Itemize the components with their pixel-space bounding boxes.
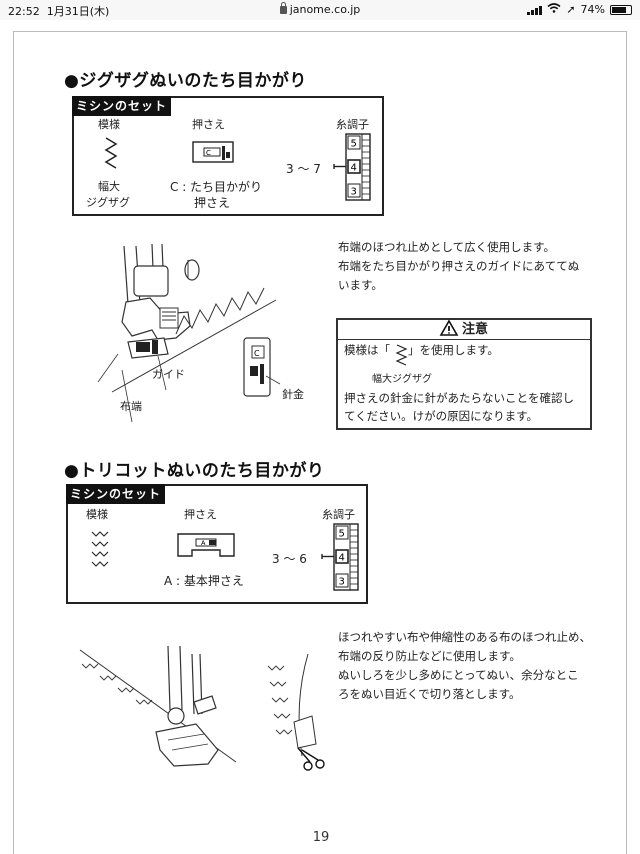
section2-tension-range: 3 ～ 6 xyxy=(272,552,307,566)
section2-setting-title: ミシンのセット xyxy=(66,484,166,504)
lock-icon xyxy=(279,2,287,14)
scissors-icon xyxy=(303,761,313,771)
manual-page: ●ジグザグぬいのたち目かがり ミシンのセット 模様 幅大 ジグザグ 押さえ C … xyxy=(13,31,627,854)
section1-machine-setting-box: ミシンのセット 模様 幅大 ジグザグ 押さえ C C : たち目かがり 押さえ … xyxy=(72,96,384,216)
section1-tension-label: 糸調子 xyxy=(336,118,369,131)
caution-title: 注意 xyxy=(461,322,488,337)
battery-percent: 74% xyxy=(580,3,605,16)
section1-pattern-name-1: 幅大 xyxy=(98,180,120,193)
status-time: 22:52 1月31日(木) xyxy=(8,5,110,18)
caution-zigzag-icon xyxy=(395,344,408,366)
caution-box: 注意 模様は「」を使用します。 幅大ジグザグ 押さえの針金に針があたらないことを… xyxy=(336,318,592,430)
battery-icon xyxy=(610,4,632,15)
overedge-foot-icon: C xyxy=(192,141,234,163)
callout-fabric-edge: 布端 xyxy=(120,400,142,413)
section1-tension-dial: 5 4 3 xyxy=(333,133,371,201)
section1-title: ●ジグザグぬいのたち目かがり xyxy=(64,71,307,91)
section2-tension-label: 糸調子 xyxy=(322,508,355,521)
section1-pattern-name-2: ジグザグ xyxy=(86,196,130,209)
callout-guide: ガイド xyxy=(152,368,185,381)
caution-line2: 押さえの針金に針があたらないことを確認し xyxy=(344,391,574,405)
section1-foot-name-2: 押さえ xyxy=(194,196,231,210)
section1-dial-4: 4 xyxy=(351,163,357,174)
section2-foot-name: A : 基本押さえ xyxy=(164,574,244,588)
section1-dial-5: 5 xyxy=(351,139,357,150)
section2-pattern-label: 模様 xyxy=(86,508,108,521)
caution-line3: てください。けがの原因になります。 xyxy=(344,409,539,423)
section2-dial-3: 3 xyxy=(339,577,345,588)
warning-triangle-icon xyxy=(439,319,459,336)
detail-foot-letter: C xyxy=(254,349,260,358)
section1-tension-range: 3 ～ 7 xyxy=(286,162,321,176)
section1-desc-line: 布端のほつれ止めとして広く使用します。 xyxy=(338,240,556,254)
section2-machine-setting-box: ミシンのセット 模様 押さえ A A : 基本押さえ 糸調子 3 ～ 6 xyxy=(66,484,368,604)
zigzag-pattern-icon xyxy=(104,137,118,169)
wifi-icon xyxy=(547,3,561,16)
basic-foot-icon: A xyxy=(177,533,235,557)
status-indicators: ➚ 74% xyxy=(527,3,632,16)
tricot-pattern-icon xyxy=(91,531,109,567)
callout-wire: 針金 xyxy=(282,388,304,401)
section2-desc-line: ろをぬい目近くで切り落とします。 xyxy=(338,687,521,701)
section2-description: ほつれやすい布や伸縮性のある布のほつれ止め、 布端の反り防止などに使用します。 … xyxy=(338,628,591,704)
section1-pattern-label: 模様 xyxy=(98,118,120,131)
caution-line1: 模様は「」を使用します。 xyxy=(344,343,499,357)
section2-desc-line: 布端の反り防止などに使用します。 xyxy=(338,649,521,663)
section2-foot-letter: A xyxy=(201,539,206,547)
location-icon: ➚ xyxy=(566,3,576,16)
section2-desc-line: ぬいしろを少し多めにとってぬい、余分なとこ xyxy=(338,668,579,682)
section1-desc-line: 布端をたち目かがり押さえのガイドにあててぬ xyxy=(338,259,580,273)
section1-foot-name-1: C : たち目かがり xyxy=(170,180,263,194)
section1-desc-line: います。 xyxy=(338,278,383,292)
section2-desc-line: ほつれやすい布や伸縮性のある布のほつれ止め、 xyxy=(338,630,591,644)
address-bar-url[interactable]: janome.co.jp xyxy=(0,2,640,16)
section1-description: 布端のほつれ止めとして広く使用します。 布端をたち目かがり押さえのガイドにあてて… xyxy=(338,238,579,295)
overedge-sewing-illustration xyxy=(97,243,277,423)
tricot-sewing-illustration xyxy=(79,645,237,767)
signal-icon xyxy=(527,5,543,15)
section2-tension-dial: 5 4 3 xyxy=(321,523,359,591)
section1-setting-title: ミシンのセット xyxy=(72,96,172,116)
page-number: 19 xyxy=(312,830,330,845)
section2-title: ●トリコットぬいのたち目かがり xyxy=(64,461,325,481)
caution-pattern-caption: 幅大ジグザグ xyxy=(372,374,432,385)
section2-foot-label: 押さえ xyxy=(184,508,217,521)
section1-foot-letter: C xyxy=(206,149,211,157)
section2-dial-5: 5 xyxy=(339,529,345,540)
status-bar: 22:52 1月31日(木) janome.co.jp ➚ 74% xyxy=(0,0,640,20)
caution-header: 注意 xyxy=(338,319,590,340)
foot-wire-detail-illustration: C xyxy=(243,337,281,397)
section1-dial-3: 3 xyxy=(351,187,357,198)
trim-excess-illustration xyxy=(267,653,325,771)
section2-dial-4: 4 xyxy=(339,553,345,564)
section1-foot-label: 押さえ xyxy=(192,118,225,131)
